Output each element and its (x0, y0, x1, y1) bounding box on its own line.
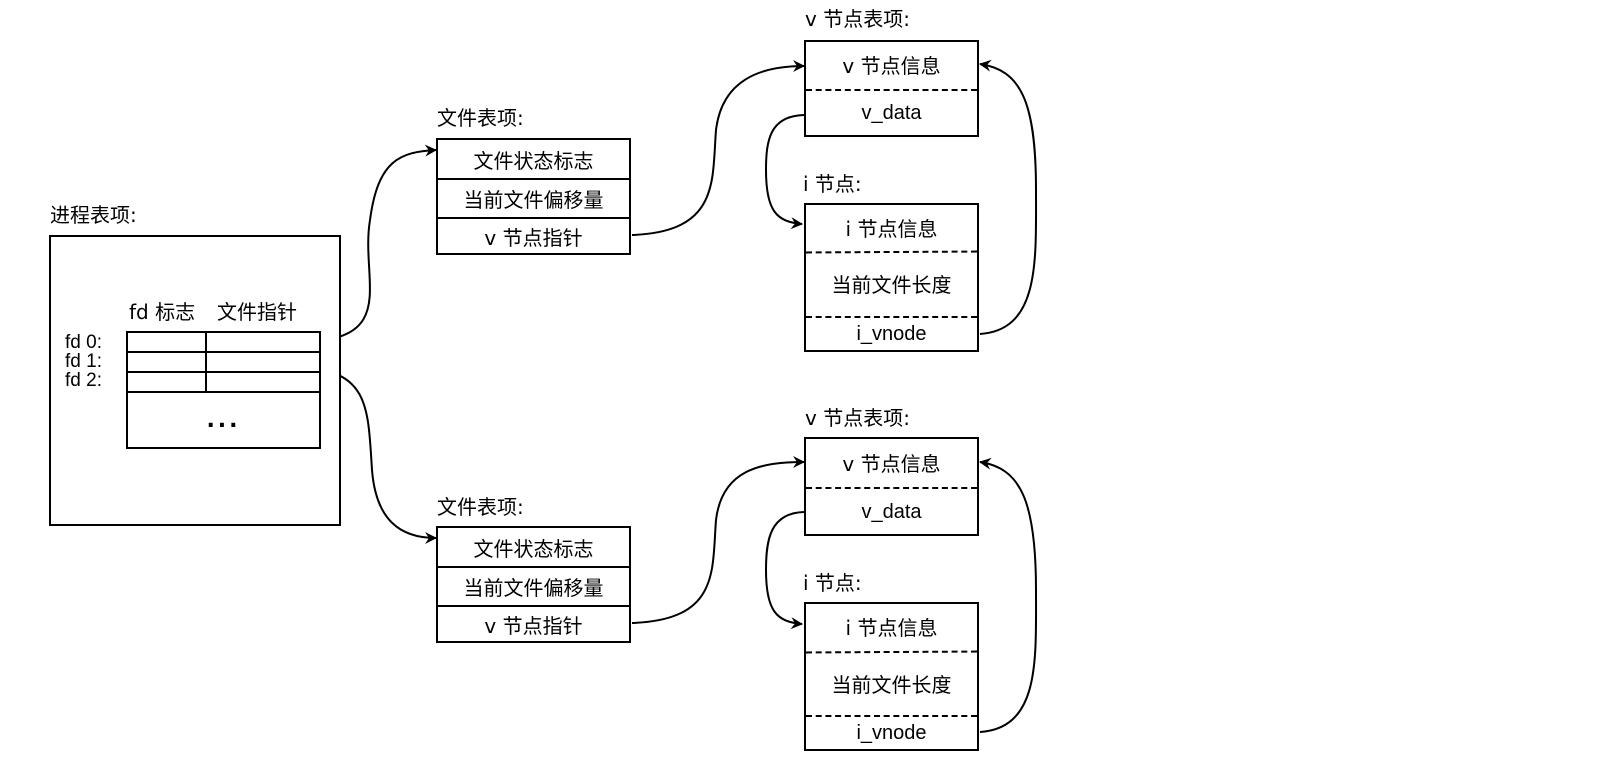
fd-table: ... (126, 331, 321, 449)
arrow-file-entry-1-to-vnode-1 (631, 60, 805, 236)
field-divider-dashed (806, 89, 977, 91)
inode-1-box: i 节点信息 当前文件长度 i_vnode (804, 203, 979, 352)
fd-col-divider (205, 333, 207, 391)
vnode-pointer: v 节点指针 (484, 613, 583, 638)
vnode-entry-1-box: v 节点信息 v_data (804, 40, 979, 137)
inode-1-title: i 节点: (803, 172, 862, 196)
inode-info: i 节点信息 (845, 615, 938, 640)
field-divider (438, 178, 629, 180)
fd0-label: fd 0: (65, 332, 102, 353)
vnode-entry-1-title: v 节点表项: (805, 7, 910, 31)
current-file-length: 当前文件长度 (831, 672, 952, 697)
arrow-inode-1-to-vnode-1 (979, 59, 1038, 335)
fd-flags-header: fd 标志 (129, 300, 196, 324)
v-data: v_data (861, 500, 922, 523)
arrow-vnode-1-to-inode-1 (764, 114, 805, 230)
field-divider (438, 605, 629, 607)
arrow-inode-2-to-vnode-2 (979, 457, 1038, 733)
process-entry-title: 进程表项: (50, 203, 137, 227)
arrow-file-entry-2-to-vnode-2 (631, 456, 805, 624)
fd1-label: fd 1: (65, 351, 102, 372)
fd-table-ellipsis: ... (206, 407, 241, 433)
arrow-fd0-to-file-entry-1 (301, 144, 437, 343)
current-file-length: 当前文件长度 (831, 272, 952, 297)
fd-row-divider (128, 371, 319, 373)
i-vnode: i_vnode (856, 721, 927, 744)
field-divider-dashed (806, 487, 977, 489)
file-entry-2-title: 文件表项: (437, 495, 524, 519)
file-status-flags: 文件状态标志 (473, 148, 594, 173)
vnode-entry-2-title: v 节点表项: (805, 406, 910, 430)
file-entry-1-title: 文件表项: (437, 106, 524, 130)
file-entry-1-box: 文件状态标志 当前文件偏移量 v 节点指针 (436, 138, 631, 255)
field-divider-dashed (806, 715, 977, 717)
v-data: v_data (861, 102, 922, 124)
vnode-pointer: v 节点指针 (484, 225, 583, 250)
vnode-entry-2-box: v 节点信息 v_data (804, 437, 979, 536)
fd2-label: fd 2: (65, 370, 102, 391)
current-file-offset: 当前文件偏移量 (463, 187, 604, 212)
fd-row-divider (128, 351, 319, 353)
inode-2-title: i 节点: (803, 571, 862, 595)
field-divider-dashed (806, 316, 977, 318)
inode-info: i 节点信息 (845, 216, 938, 241)
current-file-offset: 当前文件偏移量 (463, 575, 604, 600)
arrow-fd1-to-file-entry-2 (301, 367, 437, 544)
fd-row-divider (128, 391, 319, 393)
i-vnode: i_vnode (856, 322, 927, 345)
file-pointer-header: 文件指针 (217, 300, 297, 324)
field-divider (438, 566, 629, 568)
field-divider (438, 217, 629, 219)
inode-2-box: i 节点信息 当前文件长度 i_vnode (804, 602, 979, 751)
vnode-info: v 节点信息 (842, 451, 941, 476)
vnode-info: v 节点信息 (842, 53, 941, 78)
file-entry-2-box: 文件状态标志 当前文件偏移量 v 节点指针 (436, 526, 631, 643)
file-status-flags: 文件状态标志 (473, 536, 594, 561)
arrow-vnode-2-to-inode-2 (764, 511, 805, 630)
